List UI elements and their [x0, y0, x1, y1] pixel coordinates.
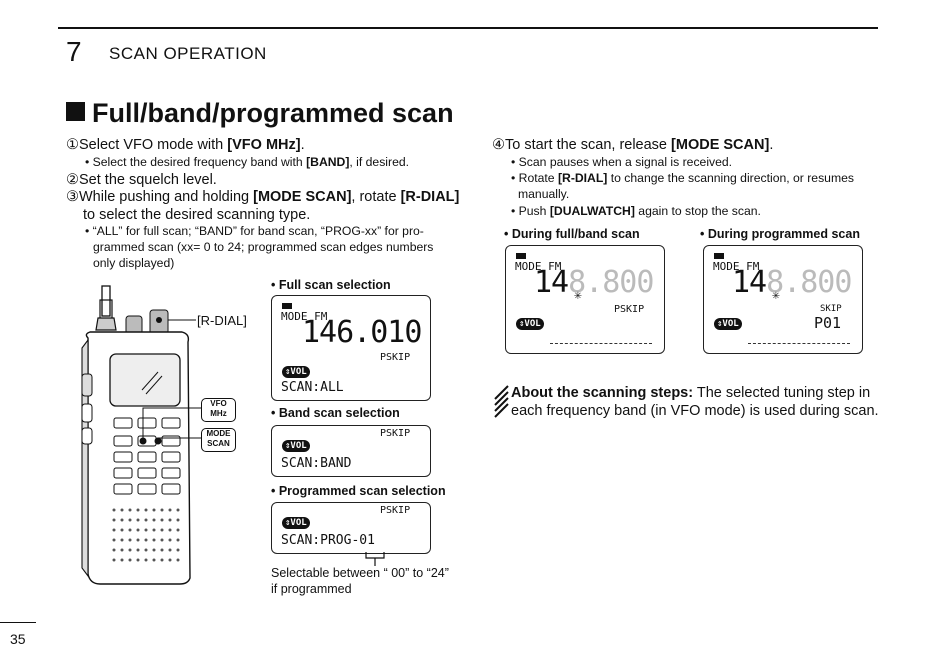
lcd-during-prog: MODE FM 148.800 ✳ SKIP ⇕VOL P01: [703, 245, 863, 354]
step-4: ④To start the scan, release [MODE SCAN].: [492, 137, 774, 153]
scan-blink-icon: ✳: [574, 288, 582, 303]
lcd-skip: SKIP: [820, 304, 842, 314]
vol-badge: ⇕VOL: [714, 318, 742, 330]
vol-badge: ⇕VOL: [282, 440, 310, 452]
lcd-mode: MODE FM: [713, 260, 760, 273]
prog-scan-caption: • Programmed scan selection: [271, 484, 446, 498]
lcd-prog-scan: PSKIP ⇕VOL SCAN:PROG-01: [271, 502, 431, 554]
page-rule: [0, 622, 36, 623]
step-1-bullet: • Select the desired frequency band with…: [85, 155, 410, 169]
s-meter-scale: [748, 343, 850, 344]
scan-blink-icon: ✳: [772, 288, 780, 303]
lcd-band-scan: PSKIP ⇕VOL SCAN:BAND: [271, 425, 431, 477]
lcd-scan-type: SCAN:ALL: [281, 380, 344, 395]
lcd-prog-number: P01: [814, 314, 842, 332]
battery-icon: [714, 253, 724, 259]
vol-badge: ⇕VOL: [282, 366, 310, 378]
s-meter-scale: [550, 343, 652, 344]
chapter-number: 7: [66, 36, 82, 67]
top-rule: [58, 27, 878, 29]
step-3-bullet-line3: only displayed): [93, 256, 175, 270]
step-3: ③While pushing and holding [MODE SCAN], …: [66, 189, 460, 205]
step-3-bullet-line1: • “ALL” for full scan; “BAND” for band s…: [85, 224, 424, 238]
step-4-bullet-2: • Rotate [R-DIAL] to change the scanning…: [511, 171, 854, 185]
vol-badge: ⇕VOL: [516, 318, 544, 330]
vol-badge: ⇕VOL: [282, 517, 310, 529]
note-scanning-steps: About the scanning steps: The selected t…: [511, 385, 871, 401]
step-4-bullet-3: • Push [DUALWATCH] again to stop the sca…: [511, 204, 761, 218]
lcd-pskip: PSKIP: [380, 505, 411, 516]
step-3-bullet-line2: grammed scan (xx= 0 to 24; programmed sc…: [93, 240, 434, 254]
lcd-mode: MODE FM: [515, 260, 562, 273]
lcd-during-full: MODE FM 148.800 ✳ PSKIP ⇕VOL: [505, 245, 665, 354]
note-hatch-icon: [494, 385, 509, 418]
bracket-indicator: [365, 552, 385, 566]
step-4-bullet-1: • Scan pauses when a signal is received.: [511, 155, 733, 169]
lcd-pskip: PSKIP: [614, 304, 645, 315]
lcd-frequency: 148.800: [732, 265, 852, 300]
lcd-frequency: 146.010: [302, 315, 422, 350]
battery-icon: [516, 253, 526, 259]
lcd-full-scan: MODE FM 146.010 PSKIP ⇕VOL SCAN:ALL: [271, 295, 431, 401]
step-4-bullet-2-cont: manually.: [518, 187, 570, 201]
lcd-frequency: 148.800: [534, 265, 654, 300]
step-3-cont: to select the desired scanning type.: [83, 207, 311, 223]
full-scan-caption: • Full scan selection: [271, 278, 391, 292]
band-scan-caption: • Band scan selection: [271, 406, 400, 420]
step-1: ①Select VFO mode with [VFO MHz].: [66, 137, 305, 153]
during-prog-caption: • During programmed scan: [700, 227, 860, 241]
rdial-label: [R-DIAL]: [197, 313, 247, 328]
page-number: 35: [10, 631, 26, 647]
note-scanning-steps-line2: each frequency band (in VFO mode) is use…: [511, 403, 879, 419]
selectable-note: Selectable between “ 00” to “24” if prog…: [271, 566, 449, 596]
battery-icon: [282, 303, 292, 309]
step-2: ②Set the squelch level.: [66, 172, 217, 188]
lcd-mode: MODE FM: [281, 310, 328, 323]
lcd-scan-type: SCAN:BAND: [281, 456, 352, 471]
lcd-pskip: PSKIP: [380, 352, 411, 363]
chapter-title: SCAN OPERATION: [109, 44, 267, 63]
section-title: Full/band/programmed scan: [66, 98, 454, 129]
lcd-pskip: PSKIP: [380, 428, 411, 439]
during-full-caption: • During full/band scan: [504, 227, 640, 241]
radio-illustration: [81, 285, 202, 585]
lcd-scan-type: SCAN:PROG-01: [281, 533, 375, 548]
square-bullet-icon: [66, 102, 85, 121]
